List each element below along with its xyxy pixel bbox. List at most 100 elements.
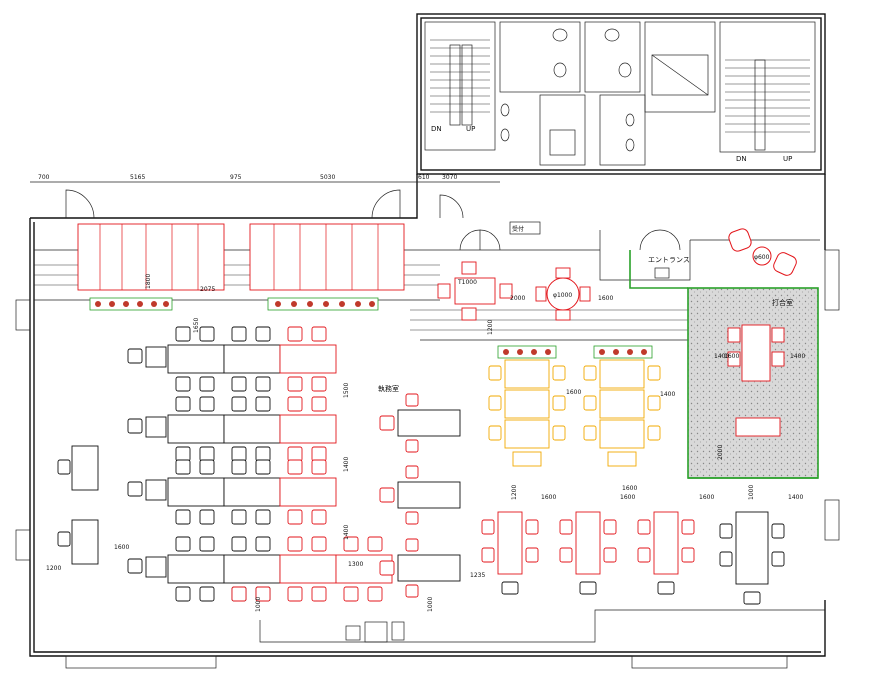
desk [167,554,225,584]
chair [175,376,191,392]
chair [405,439,419,453]
chair [311,326,327,342]
desk [223,414,281,444]
chair [175,509,191,525]
chair [311,459,327,475]
desk [575,511,601,575]
chair [405,584,419,598]
chair [255,446,271,462]
building-core: DN UP [416,13,826,175]
chair [367,536,383,552]
dim-2000b: 2000 [717,445,724,460]
desk [607,451,637,467]
dim-1300: 1300 [348,561,363,568]
desk [397,554,461,582]
chair [199,446,215,462]
desk [504,359,550,389]
chair [175,536,191,552]
chair [583,395,597,411]
label-reception: 受付 [512,225,524,233]
chair [771,523,785,539]
desk [223,344,281,374]
desk [653,511,679,575]
chair [127,558,143,574]
chair [488,365,502,381]
chair [287,396,303,412]
lobby-furniture: T1000 φ1000 φ600 受付 [437,221,797,321]
chair [175,396,191,412]
chair [311,536,327,552]
chair [231,536,247,552]
chair [481,547,495,563]
desk [599,359,645,389]
dim-2000: 2000 [510,295,525,302]
chair [771,551,785,567]
dim-1200b: 1200 [46,565,61,572]
desk [279,344,337,374]
chair [199,396,215,412]
label-entrance: エントランス [648,256,690,264]
dim-1400d: 1400 [714,353,729,360]
chair [405,393,419,407]
chair [552,425,566,441]
label-meeting-room: 打合室 [772,298,793,307]
end-desk [145,479,167,501]
dim-1400a: 1400 [343,457,350,472]
chair [255,326,271,342]
chair [379,415,395,431]
dim-top-975: 975 [230,174,242,181]
chair [199,586,215,602]
desk [167,414,225,444]
dim-1600h: 1600 [724,353,739,360]
chair [199,376,215,392]
desk [279,414,337,444]
chair [405,538,419,552]
chair [231,459,247,475]
chair [583,425,597,441]
chair [719,551,733,567]
chair [681,547,695,563]
dim-1400f: 1400 [790,353,805,360]
dim-top-610: 610 [418,174,430,181]
stair-right-dn: DN [736,155,747,163]
chair [199,536,215,552]
chair [311,446,327,462]
dim-1600a: 1600 [598,295,613,302]
chair [647,395,661,411]
chair [657,581,675,595]
desk [279,554,337,584]
desk [397,481,461,509]
chair [175,586,191,602]
dim-top-5030: 5030 [320,174,335,181]
chair [57,459,71,475]
chair [637,519,651,535]
chair [379,487,395,503]
chair [255,376,271,392]
chair [525,547,539,563]
elevator [644,21,716,113]
chair [199,509,215,525]
dim-1235: 1235 [470,572,485,579]
chair [255,459,271,475]
chair [287,376,303,392]
chair [603,547,617,563]
dim-1600d: 1600 [541,494,556,501]
chair [287,326,303,342]
office-desks [57,326,785,605]
dim-top-5165: 5165 [130,174,145,181]
chair [488,395,502,411]
chair [175,446,191,462]
dimensions: 2075 1800 1650 2000 1600 1200 1500 1400 … [46,274,805,612]
wall-desk [71,519,99,565]
dim-1650: 1650 [193,318,200,333]
chair [231,446,247,462]
end-desk [145,556,167,578]
wall-desk [71,445,99,491]
dim-1400c: 1400 [660,391,675,398]
chair [199,326,215,342]
dim-1600g: 1600 [622,485,637,492]
window-bays [65,655,788,669]
chair [287,586,303,602]
label-office: 執務室 [378,384,399,393]
chair [559,519,573,535]
